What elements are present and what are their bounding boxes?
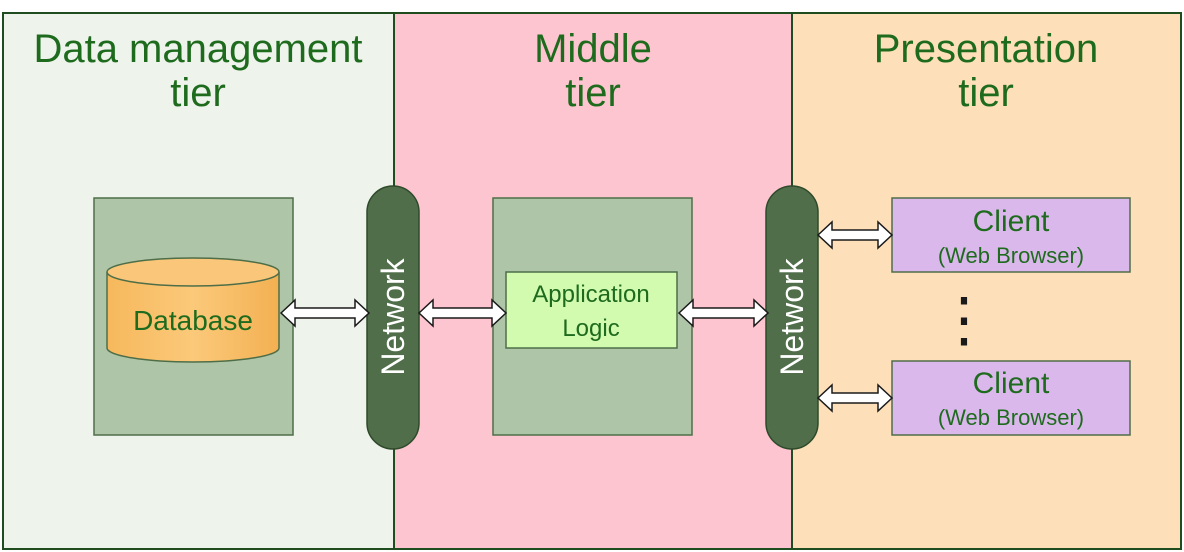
client-bottom-title: Client	[973, 367, 1050, 400]
database-label: Database	[133, 305, 253, 336]
arrow-network-client-top	[816, 220, 894, 250]
client-bottom-subtitle: (Web Browser)	[938, 405, 1084, 430]
client-top-subtitle: (Web Browser)	[938, 243, 1084, 268]
middle-tier-title-line1: Middle	[534, 27, 652, 71]
network-right-oval	[765, 185, 819, 450]
application-logic-label-line1: Application	[532, 281, 649, 308]
data-tier-title-line2: tier	[170, 71, 226, 115]
middle-tier-title-line2: tier	[565, 71, 621, 115]
outer-border	[2, 12, 1182, 550]
data-tier-title-line1: Data management	[33, 27, 362, 71]
connection-arrows	[279, 220, 894, 413]
application-logic-label-line2: Logic	[562, 315, 619, 342]
arrow-application-network	[677, 298, 770, 328]
presentation-tier-title-line2: tier	[958, 71, 1014, 115]
presentation-tier-title-line1: Presentation	[874, 27, 1099, 71]
client-box-top	[891, 197, 1131, 273]
application-logic-box	[505, 271, 678, 349]
client-box-bottom	[891, 360, 1131, 436]
client-top-title: Client	[973, 205, 1050, 238]
arrow-database-network	[279, 298, 371, 328]
arrow-network-client-bottom	[816, 383, 894, 413]
network-left-label: Network	[375, 257, 411, 375]
arrow-network-application	[417, 298, 508, 328]
more-clients-ellipsis: ⋮	[934, 286, 994, 353]
database-cylinder	[106, 257, 280, 363]
presentation-tier-panel	[792, 13, 1181, 549]
network-left-oval	[366, 185, 420, 450]
network-right-label: Network	[774, 257, 810, 375]
